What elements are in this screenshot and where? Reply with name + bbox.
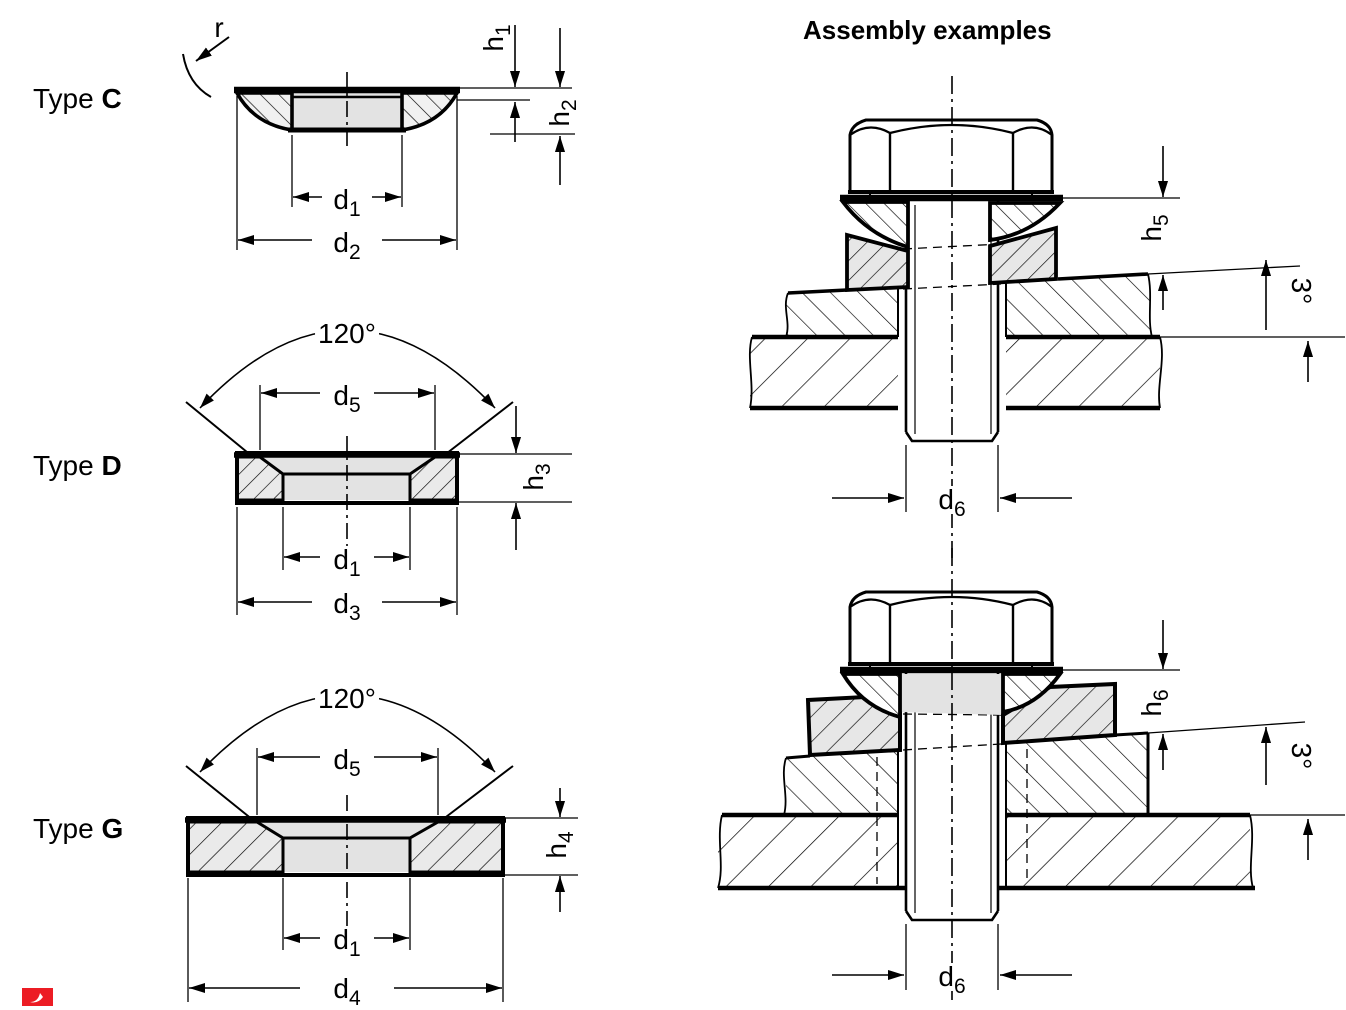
dim-label-d3: d3 bbox=[330, 590, 364, 624]
dim-label-d1-type-c: d1 bbox=[330, 186, 364, 220]
type-d-label: Type D bbox=[33, 450, 122, 481]
dim-label-h4: h4 bbox=[541, 828, 578, 862]
dim-label-h5: h5 bbox=[1136, 211, 1173, 245]
dim-label-d1-type-g: d1 bbox=[330, 926, 364, 960]
corner-logo-glyph bbox=[30, 993, 43, 1003]
dim-label-angle-tilt-bottom: 3° bbox=[1286, 739, 1317, 773]
dim-label-d5-type-g: d5 bbox=[330, 746, 364, 780]
type-g-section bbox=[185, 694, 578, 1002]
assembly-top bbox=[749, 76, 1345, 558]
dim-label-d2: d2 bbox=[330, 229, 364, 263]
page-title: Assembly examples bbox=[803, 15, 1052, 45]
dim-label-d6-bottom: d6 bbox=[935, 963, 969, 997]
type-d-section bbox=[185, 329, 572, 615]
dim-label-d4: d4 bbox=[330, 975, 364, 1009]
dim-label-d6-top: d6 bbox=[935, 486, 969, 520]
dim-label-angle-type-d: 120° bbox=[315, 320, 379, 348]
dim-label-d5-type-d: d5 bbox=[330, 382, 364, 416]
dim-label-angle-tilt-top: 3° bbox=[1286, 274, 1317, 308]
assembly-bottom bbox=[717, 548, 1345, 1002]
corner-logo-badge bbox=[22, 988, 53, 1006]
type-c-label: Type C bbox=[33, 83, 122, 114]
type-g-label: Type G bbox=[33, 813, 124, 844]
dim-label-h3: h3 bbox=[518, 460, 555, 494]
dim-label-h2: h2 bbox=[544, 96, 581, 130]
type-c-section bbox=[182, 25, 575, 250]
dim-label-d1-type-d: d1 bbox=[330, 546, 364, 580]
dim-label-r: r bbox=[214, 12, 224, 43]
dim-label-h6: h6 bbox=[1136, 686, 1173, 720]
dim-label-angle-type-g: 120° bbox=[315, 685, 379, 713]
dim-label-h1: h1 bbox=[478, 21, 515, 55]
